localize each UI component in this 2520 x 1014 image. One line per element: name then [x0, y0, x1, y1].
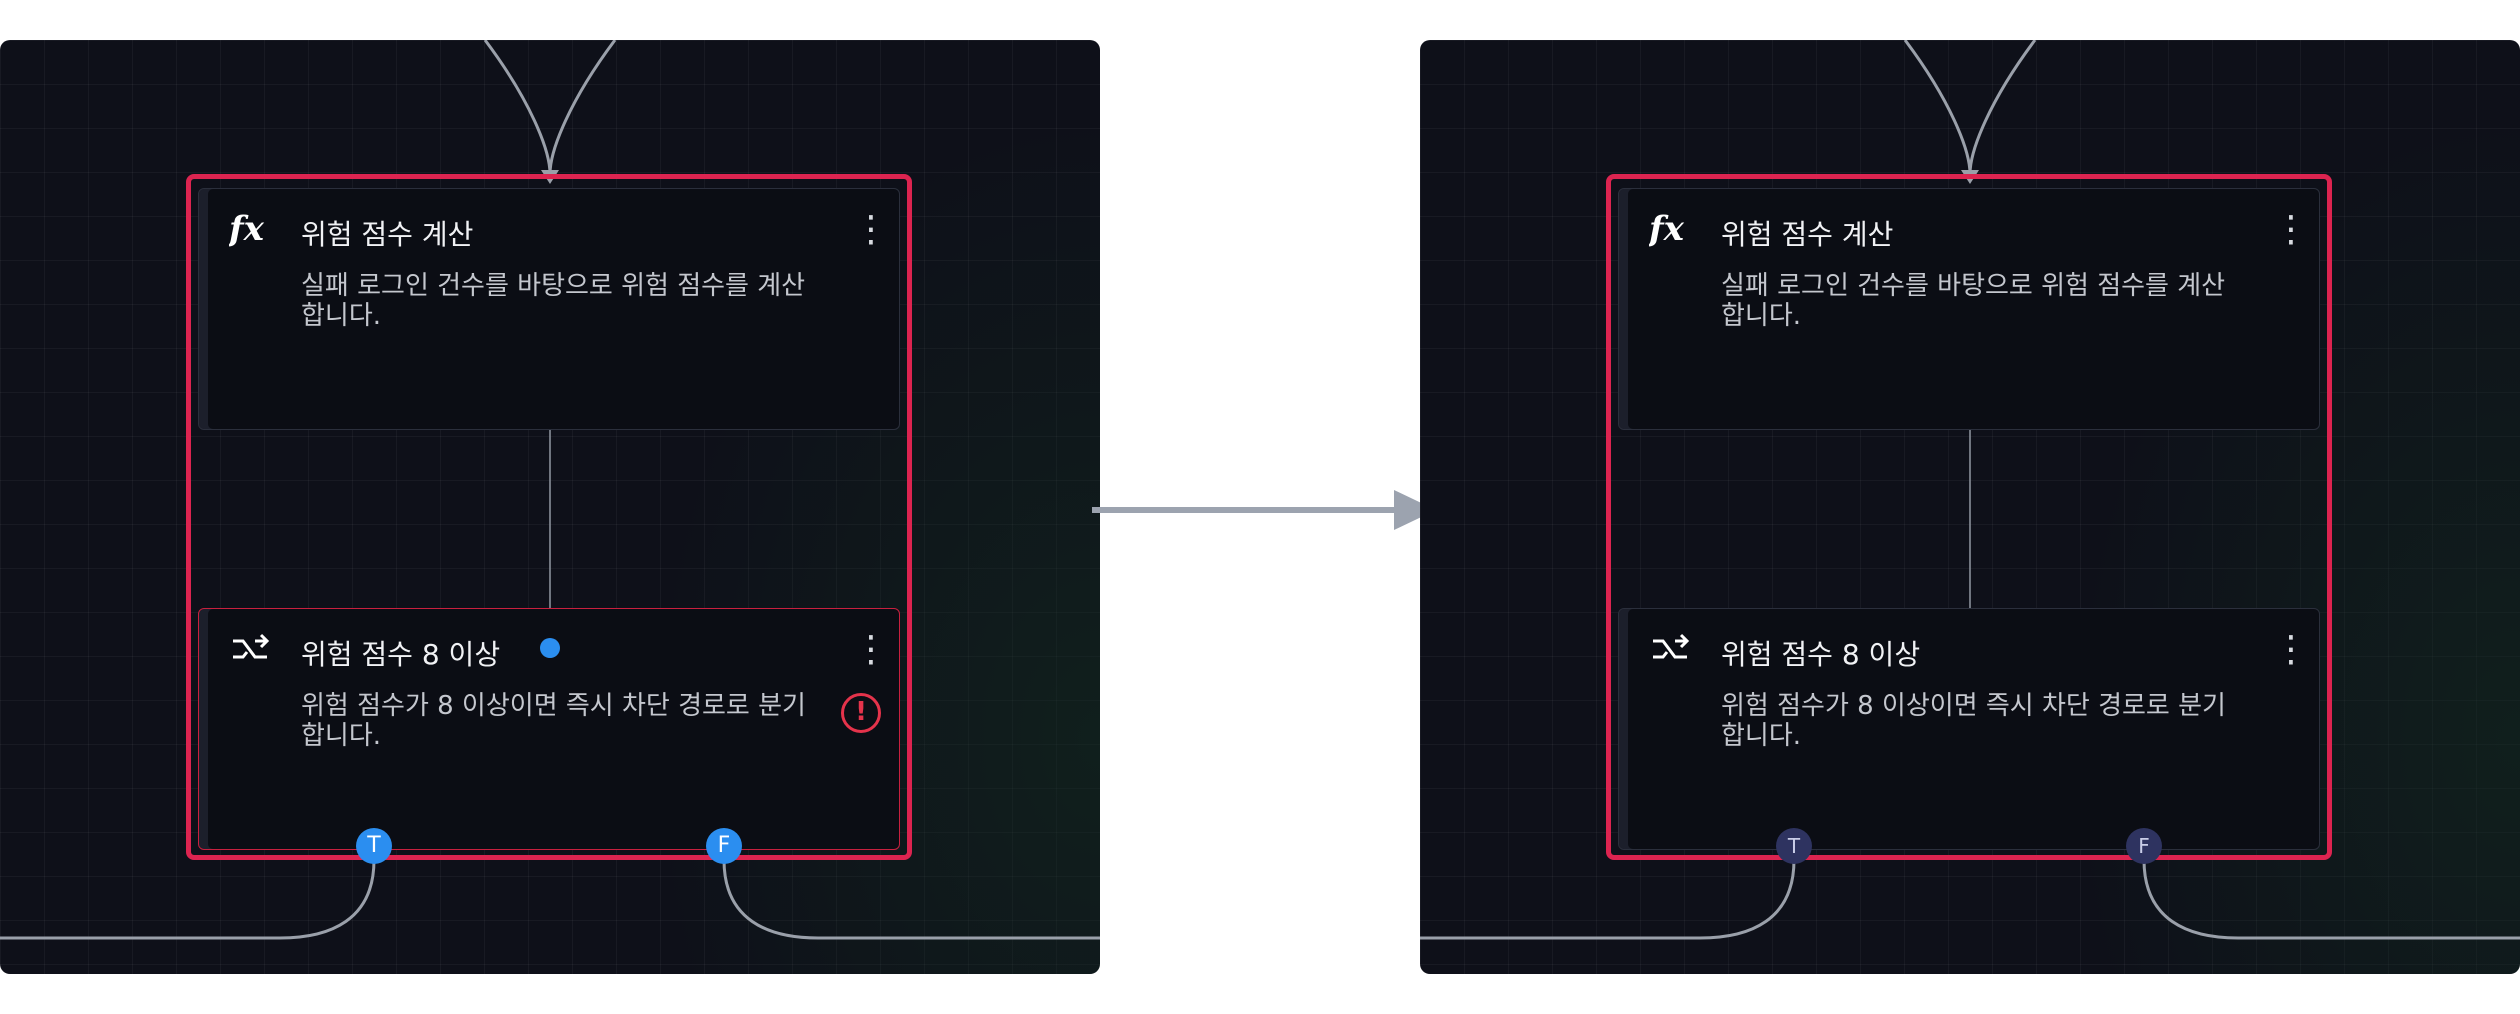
- function-node[interactable]: ƒx 위험 점수 계산 실패 로그인 건수를 바탕으로 위험 점수를 계산합니다…: [198, 188, 900, 430]
- condition-node[interactable]: 위험 점수 8 이상 위험 점수가 8 이상이면 즉시 차단 경로로 분기합니다…: [198, 608, 900, 850]
- node-description: 위험 점수가 8 이상이면 즉시 차단 경로로 분기합니다.: [301, 691, 806, 751]
- condition-node[interactable]: 위험 점수 8 이상 위험 점수가 8 이상이면 즉시 차단 경로로 분기합니다…: [1618, 608, 2320, 850]
- more-options-icon[interactable]: ⋮: [853, 629, 889, 670]
- svg-text:ƒx: ƒx: [1649, 209, 1685, 249]
- svg-text:ƒx: ƒx: [229, 209, 265, 249]
- node-description: 실패 로그인 건수를 바탕으로 위험 점수를 계산합니다.: [1721, 271, 2226, 331]
- workflow-canvas-before[interactable]: ƒx 위험 점수 계산 실패 로그인 건수를 바탕으로 위험 점수를 계산합니다…: [0, 40, 1100, 974]
- false-branch-port[interactable]: F: [706, 828, 742, 864]
- node-description: 위험 점수가 8 이상이면 즉시 차단 경로로 분기합니다.: [1721, 691, 2226, 751]
- more-options-icon[interactable]: ⋮: [2273, 209, 2309, 250]
- function-fx-icon: ƒx: [229, 209, 265, 249]
- branch-icon: [1653, 633, 1690, 659]
- node-title: 위험 점수 8 이상: [1721, 638, 1921, 671]
- input-handle-dot[interactable]: [540, 638, 560, 658]
- function-fx-icon: ƒx: [1649, 209, 1685, 249]
- edge-lines: [1420, 40, 2520, 940]
- more-options-icon[interactable]: ⋮: [2273, 629, 2309, 670]
- more-options-icon[interactable]: ⋮: [853, 209, 889, 250]
- selected-group-outline[interactable]: [186, 174, 912, 860]
- node-title: 위험 점수 계산: [1721, 218, 1894, 251]
- node-title: 위험 점수 8 이상: [301, 638, 501, 671]
- function-node[interactable]: ƒx 위험 점수 계산 실패 로그인 건수를 바탕으로 위험 점수를 계산합니다…: [1618, 188, 2320, 430]
- node-title: 위험 점수 계산: [301, 218, 474, 251]
- true-branch-port[interactable]: T: [356, 828, 392, 864]
- node-description: 실패 로그인 건수를 바탕으로 위험 점수를 계산합니다.: [301, 271, 806, 331]
- false-branch-port[interactable]: F: [2126, 828, 2162, 864]
- alert-circle-icon[interactable]: !: [841, 693, 881, 733]
- true-branch-port[interactable]: T: [1776, 828, 1812, 864]
- workflow-canvas-after[interactable]: ƒx 위험 점수 계산 실패 로그인 건수를 바탕으로 위험 점수를 계산합니다…: [1420, 40, 2520, 974]
- branch-icon: [233, 633, 270, 659]
- right-arrow-icon: [1092, 490, 1436, 530]
- selected-group-outline[interactable]: [1606, 174, 2332, 860]
